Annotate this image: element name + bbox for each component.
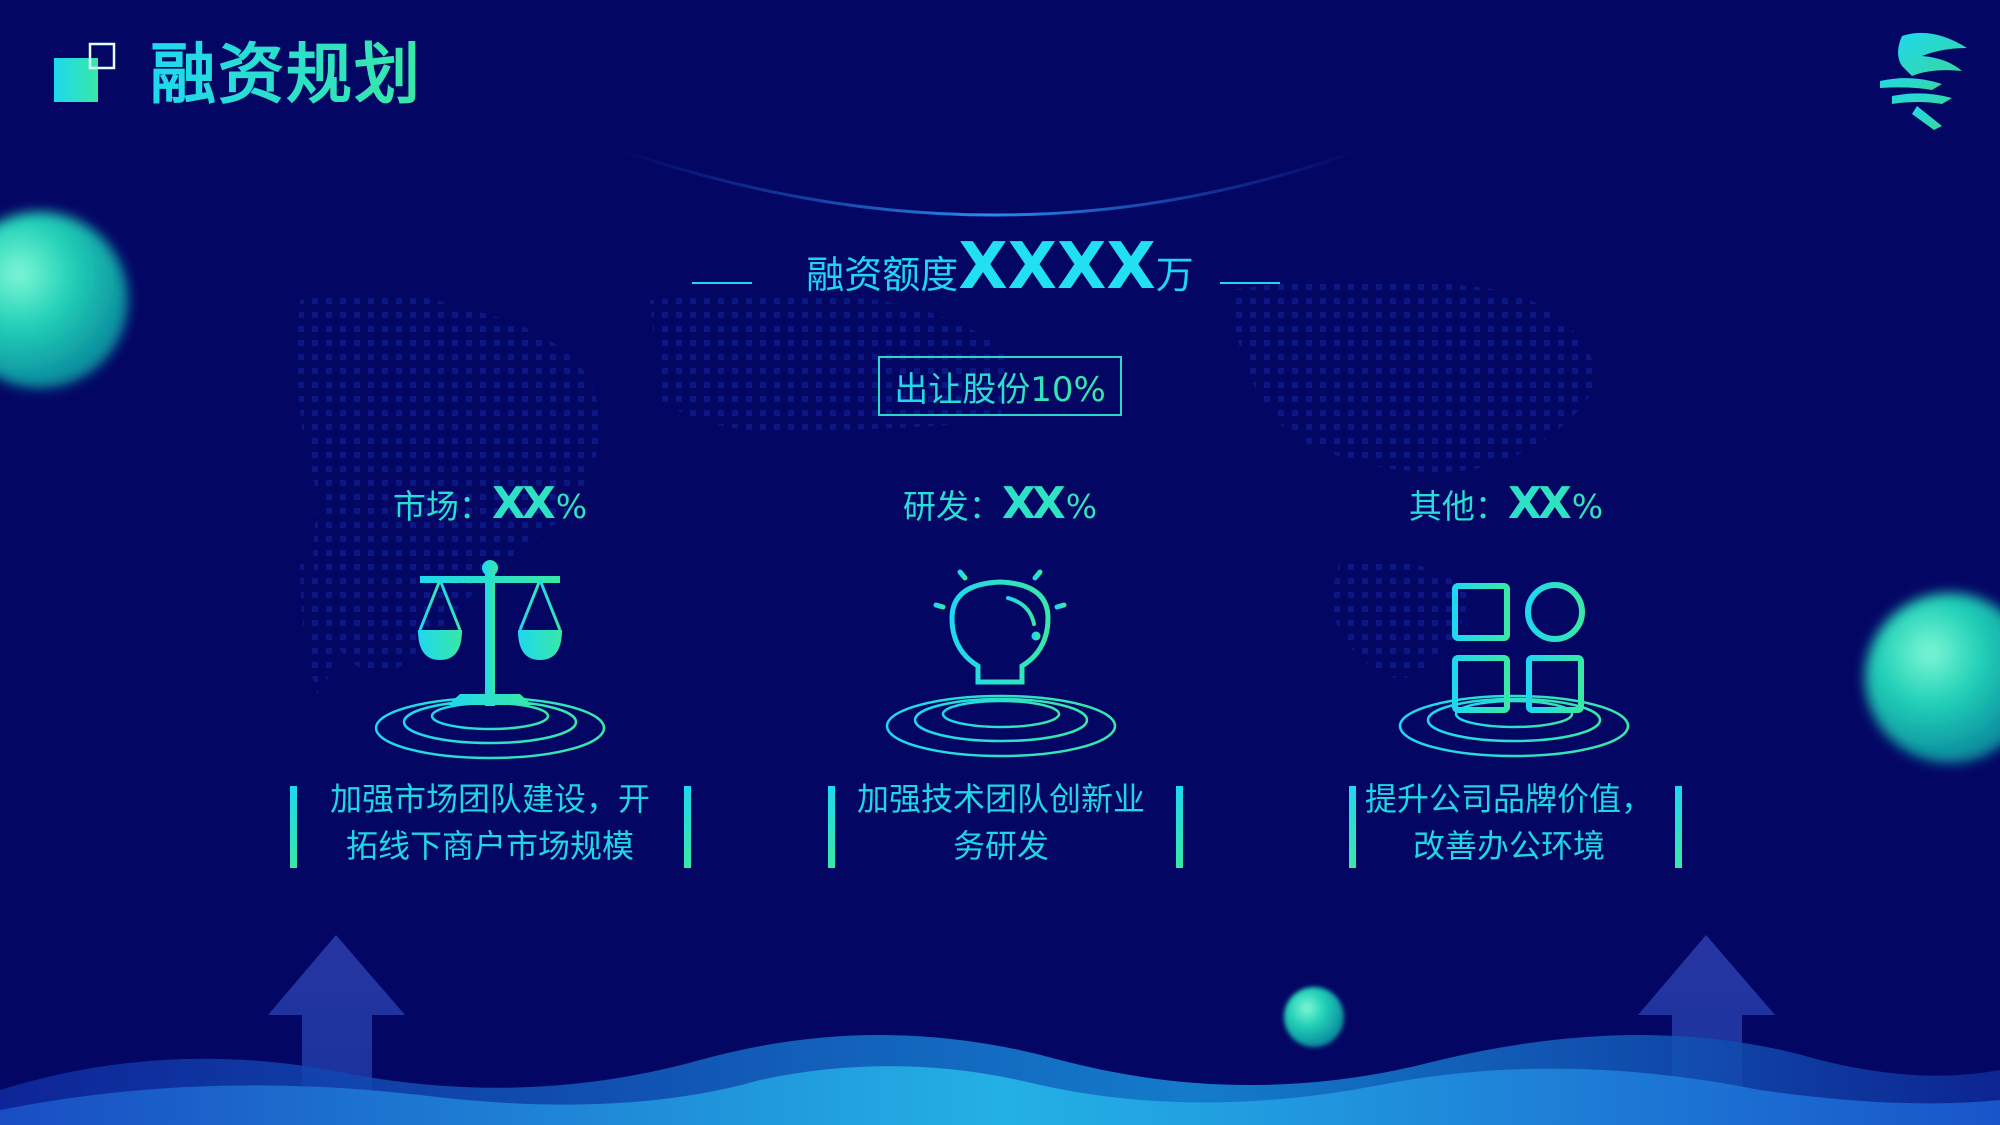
desc-bar-right-1 [684,786,691,868]
title-squares-icon [54,42,116,102]
column-label-market: 市场：XX% [290,478,690,529]
share-offer-text: 出让股份10% [894,362,1106,411]
headline-prefix: 融资额度 [806,253,959,297]
orb-right [1865,593,2000,763]
brand-logo-icon [1880,32,1967,130]
financing-headline: 融资额度 XXXX 万 [0,230,2000,310]
desc-bar-left-1 [290,786,297,868]
column-description-market: 加强市场团队建设，开拓线下商户市场规模 [320,778,660,868]
lightbulb-icon [933,555,1067,708]
page-title: 融资规划 [150,30,422,120]
description-text: 加强市场团队建设，开拓线下商户市场规模 [329,780,650,865]
headline-suffix: 万 [1155,253,1194,297]
column-value: XX [491,478,552,529]
column-description-rnd: 加强技术团队创新业务研发 [848,778,1154,868]
wave-front [0,1066,2000,1125]
column-label-other: 其他：XX% [1306,478,1706,529]
world-map-dots [297,280,1600,700]
desc-bar-right-2 [1176,786,1183,868]
column-label-text: 研发： [902,487,1002,526]
column-description-other: 提升公司品牌价值，改善办公环境 [1364,778,1654,868]
balance-scale-icon [418,560,562,706]
column-unit: % [1065,487,1098,526]
description-text: 加强技术团队创新业务研发 [856,780,1145,865]
column-label-text: 市场： [392,487,492,526]
apps-grid-icon [1452,582,1585,713]
pedestal-rings-1 [374,696,606,760]
column-unit: % [1571,487,1604,526]
decor-arc [619,148,1361,217]
headline-amount: XXXX [958,230,1156,304]
column-label-rnd: 研发：XX% [800,478,1200,529]
column-value: XX [1001,478,1062,529]
desc-bar-right-3 [1675,786,1682,868]
description-text: 提升公司品牌价值，改善办公环境 [1364,780,1653,865]
column-unit: % [555,487,588,526]
orb-small [1284,987,1344,1047]
icons-row [374,555,1630,760]
share-offer-box: 出让股份10% [878,356,1122,416]
desc-bar-left-2 [828,786,835,868]
pedestal-rings-3 [1398,694,1630,758]
column-label-text: 其他： [1408,487,1508,526]
column-value: XX [1507,478,1568,529]
orb-left [0,212,128,388]
desc-bar-left-3 [1349,786,1356,868]
